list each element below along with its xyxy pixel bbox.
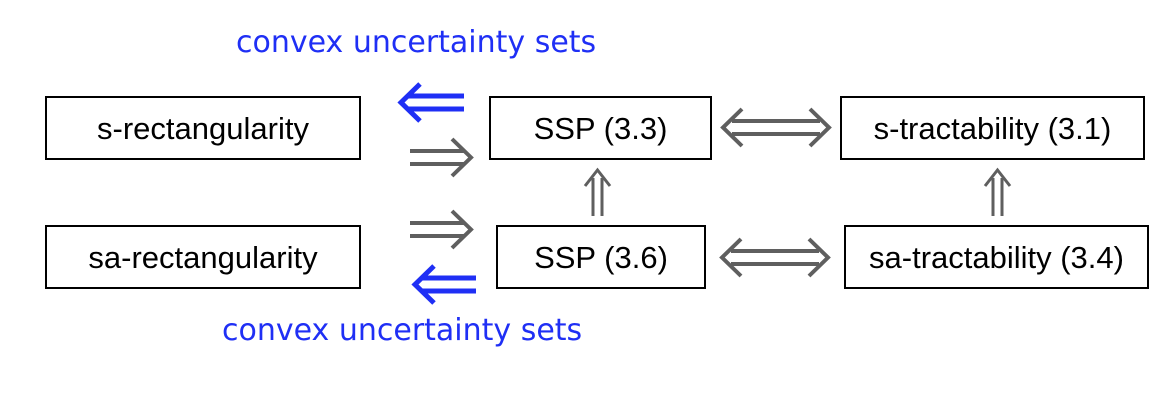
double-arrow-left-icon [411,264,476,305]
node-sa-tractability: sa-tractability (3.4) [844,225,1149,289]
double-arrow-right-icon [410,209,474,250]
bottom-condition-label: convex uncertainty sets [222,313,583,348]
double-arrow-left-icon [397,82,464,123]
top-condition-label: convex uncertainty sets [236,25,597,60]
double-arrow-both-icon [720,107,832,148]
node-s-tractability: s-tractability (3.1) [840,96,1145,160]
double-arrow-both-icon [719,237,831,278]
double-arrow-up-icon [983,167,1012,216]
node-s-rectangularity: s-rectangularity [45,96,361,160]
double-arrow-up-icon [583,167,612,216]
node-ssp-3-3: SSP (3.3) [489,96,712,160]
node-ssp-3-6: SSP (3.6) [496,225,706,289]
node-sa-rectangularity: sa-rectangularity [45,225,361,289]
double-arrow-right-icon [410,137,474,178]
